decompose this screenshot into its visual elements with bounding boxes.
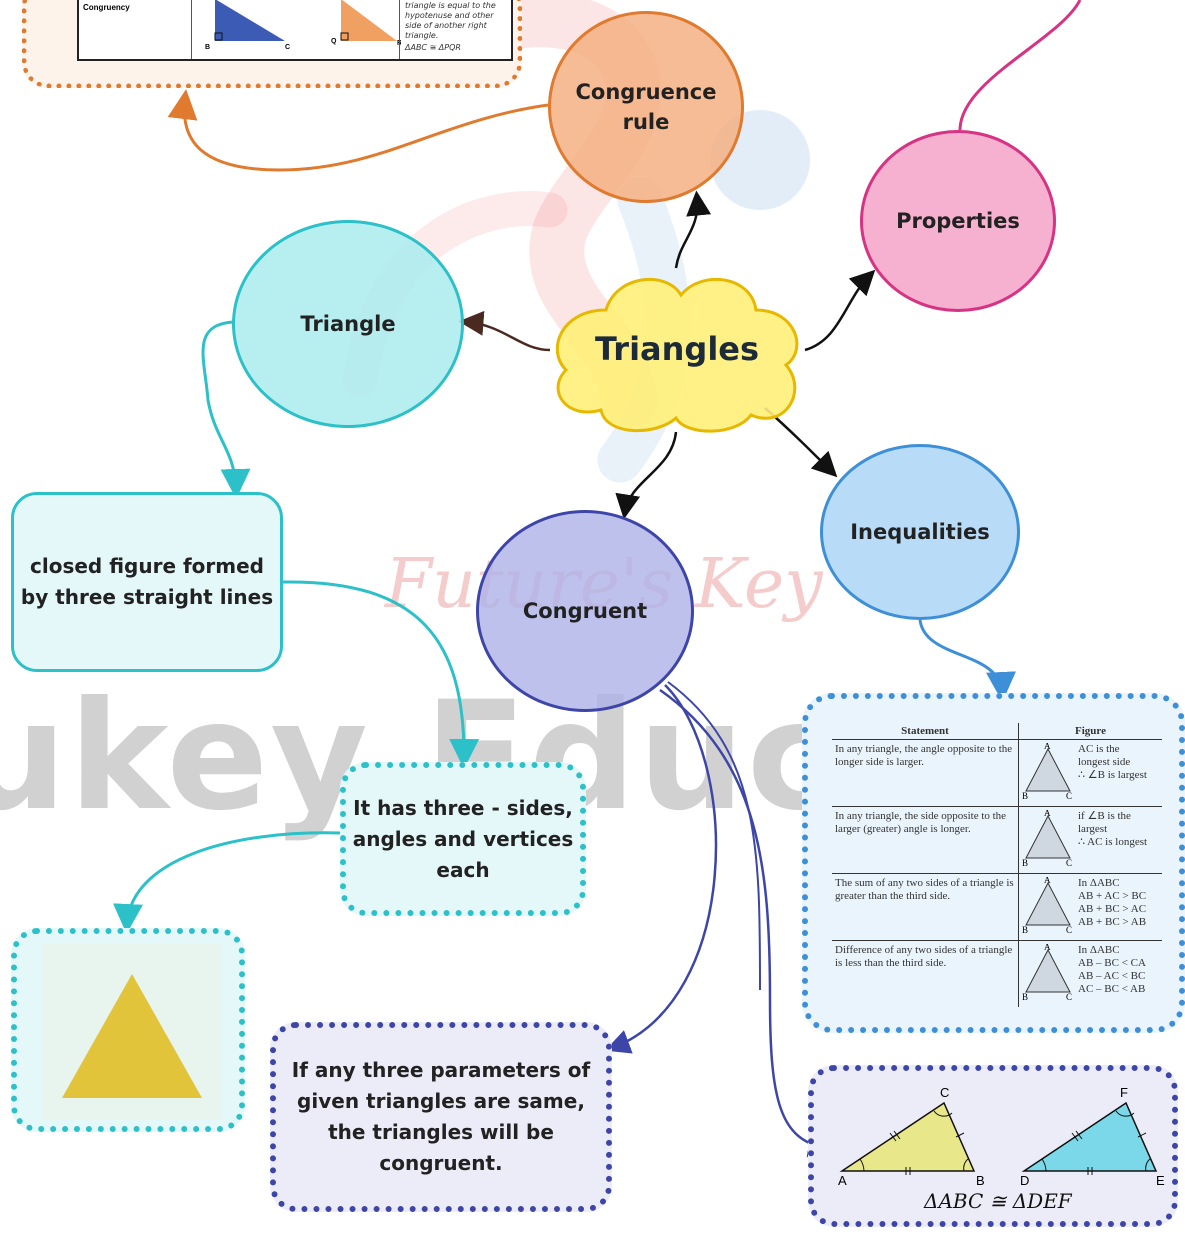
table-statement: In any triangle, the angle opposite to t…: [832, 739, 1019, 807]
table-statement: The sum of any two sides of a triangle i…: [832, 873, 1019, 941]
edge-properties-up: [958, 0, 1082, 131]
rhs-text: triangle is equal to the hypotenuse and …: [405, 1, 496, 40]
rhs-label-q: Q: [331, 38, 337, 45]
congruent-rule-box: If any three parameters of given triangl…: [270, 1022, 612, 1212]
edge-congruent-rule: [604, 684, 718, 1054]
edge-def-parts: [282, 580, 480, 769]
node-triangle-label: Triangle: [300, 312, 396, 336]
table-note: if ∠B is the largest ∴ AC is longest: [1075, 806, 1162, 874]
congruent-rule-text: If any three parameters of given triangl…: [291, 1058, 591, 1175]
table-header-statement: Statement: [832, 723, 1019, 740]
edge-properties: [804, 269, 876, 352]
fig-caption: ΔABC ≅ ΔDEF: [924, 1189, 1072, 1213]
central-label: Triangles: [594, 330, 760, 368]
rhs-row-label: Congruency: [83, 3, 130, 12]
table-row: In any triangle, the side opposite to th…: [832, 806, 1162, 874]
fig-label-a: A: [838, 1173, 847, 1188]
table-statement: Difference of any two sides of a triangl…: [832, 940, 1019, 1007]
node-properties-label: Properties: [896, 209, 1020, 233]
node-inequalities[interactable]: Inequalities: [820, 444, 1020, 620]
svg-text:A: A: [1044, 810, 1051, 818]
svg-text:C: C: [1066, 925, 1072, 933]
svg-text:A: A: [1044, 743, 1051, 751]
table-figure: A B C: [1019, 941, 1076, 1008]
rhs-triangles: B C Q R: [205, 0, 401, 51]
fig-label-f: F: [1120, 1085, 1128, 1100]
table-figure: A B C: [1018, 806, 1075, 874]
node-properties[interactable]: Properties: [860, 130, 1056, 312]
fig-label-b: B: [976, 1173, 985, 1188]
rhs-card: Congruency B C Q R triangle is equal to …: [22, 0, 522, 88]
fig-label-d: D: [1020, 1173, 1030, 1188]
congruent-triangles-figure: [839, 1101, 1158, 1175]
edge-congruent-figure: [659, 688, 834, 1158]
table-note: In ΔABC AB – BC < CA AB – AC < BC AC – B…: [1078, 944, 1146, 995]
congruent-figure-box: C F A B D E ΔABC ≅ ΔDEF: [808, 1065, 1178, 1227]
table-note: In ΔABC AB + AC > BC AB + BC > AC AB + B…: [1075, 873, 1162, 941]
table-row: The sum of any two sides of a triangle i…: [832, 873, 1162, 941]
node-triangle[interactable]: Triangle: [232, 220, 464, 428]
svg-text:B: B: [1022, 925, 1028, 933]
yellow-triangle-icon: [62, 974, 202, 1098]
edge-parts-shape: [113, 831, 341, 934]
triangle-shape-box: [11, 928, 245, 1132]
inequality-table-box: Statement Figure In any triangle, the an…: [802, 693, 1185, 1033]
edge-ineq-table: [918, 619, 1016, 702]
svg-text:C: C: [1066, 791, 1072, 799]
table-row: Difference of any two sides of a triangl…: [832, 940, 1162, 1008]
node-inequalities-label: Inequalities: [850, 520, 990, 544]
svg-text:B: B: [1022, 992, 1028, 1000]
node-congruent[interactable]: Congruent: [476, 510, 694, 712]
rhs-table: Congruency B C Q R triangle is equal to …: [77, 0, 513, 61]
rhs-label-b: B: [205, 44, 210, 51]
svg-text:C: C: [1066, 858, 1072, 866]
three-parts-box: It has three - sides, angles and vertice…: [340, 762, 586, 916]
table-header-figure: Figure: [1018, 723, 1162, 740]
svg-text:B: B: [1022, 791, 1028, 799]
central-cloud[interactable]: [546, 270, 808, 436]
definition-box: closed figure formed by three straight l…: [11, 492, 283, 672]
svg-text:B: B: [1022, 858, 1028, 866]
inequality-table: Statement Figure In any triangle, the an…: [832, 723, 1162, 1007]
edge-congruence-rule: [674, 190, 712, 269]
table-statement: In any triangle, the side opposite to th…: [832, 806, 1019, 874]
fig-label-e: E: [1156, 1173, 1165, 1188]
rhs-formula: ΔABC ≅ ΔPQR: [405, 43, 461, 52]
fig-label-c: C: [940, 1085, 950, 1100]
table-note: AC is the longest side ∴ ∠B is largest: [1075, 739, 1162, 807]
three-parts-text: It has three - sides, angles and vertice…: [352, 795, 574, 882]
table-row: In any triangle, the angle opposite to t…: [832, 739, 1162, 807]
table-figure: A B C: [1018, 873, 1075, 941]
svg-text:A: A: [1044, 944, 1051, 952]
node-congruence-rule-label: Congruence rule: [575, 80, 717, 134]
svg-text:C: C: [1066, 992, 1072, 1000]
edge-triangle-def: [201, 320, 251, 499]
edge-triangle: [458, 310, 551, 352]
table-figure: A B C: [1018, 739, 1075, 807]
rhs-label-c: C: [285, 44, 290, 51]
node-congruence-rule[interactable]: Congruence rule: [548, 11, 744, 203]
svg-text:A: A: [1044, 877, 1051, 885]
node-congruent-label: Congruent: [522, 599, 648, 623]
edge-rule-card: [167, 89, 549, 172]
definition-text: closed figure formed by three straight l…: [20, 554, 274, 609]
edge-congruent: [615, 431, 678, 520]
